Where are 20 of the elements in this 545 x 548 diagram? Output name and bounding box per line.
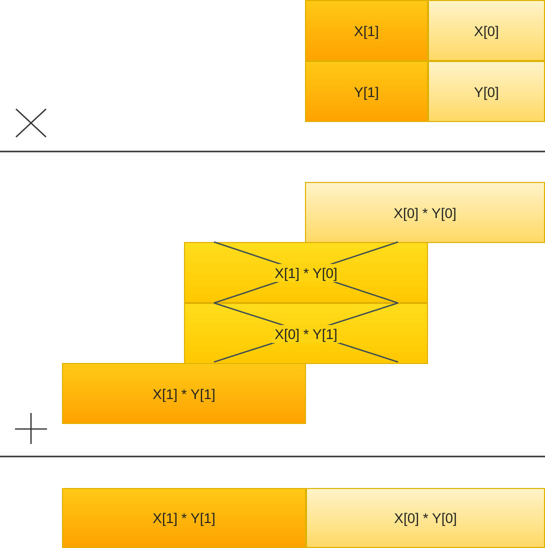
- term-box: [305, 182, 545, 243]
- term-box: [428, 0, 545, 61]
- term-label: X[0] * Y[0]: [392, 204, 458, 222]
- term-box: [184, 242, 428, 303]
- term-label: Y[1]: [353, 82, 380, 100]
- term-box: [306, 488, 545, 548]
- term-box: [184, 303, 428, 364]
- term-label: X[1] * Y[1]: [152, 509, 216, 527]
- term-label: X[0]: [473, 22, 500, 40]
- term-box: [305, 0, 428, 61]
- term-box: [62, 488, 306, 548]
- term-label: X[0] * Y[1]: [272, 324, 340, 342]
- term-label: Y[0]: [473, 82, 500, 100]
- term-label: X[0] * Y[0]: [393, 509, 458, 527]
- term-box: [428, 61, 545, 122]
- term-box: [62, 363, 306, 424]
- term-box: [305, 61, 428, 122]
- term-label: X[1] * Y[1]: [152, 384, 216, 402]
- term-label: X[1] * Y[0]: [272, 264, 340, 282]
- term-label: X[1]: [353, 22, 380, 40]
